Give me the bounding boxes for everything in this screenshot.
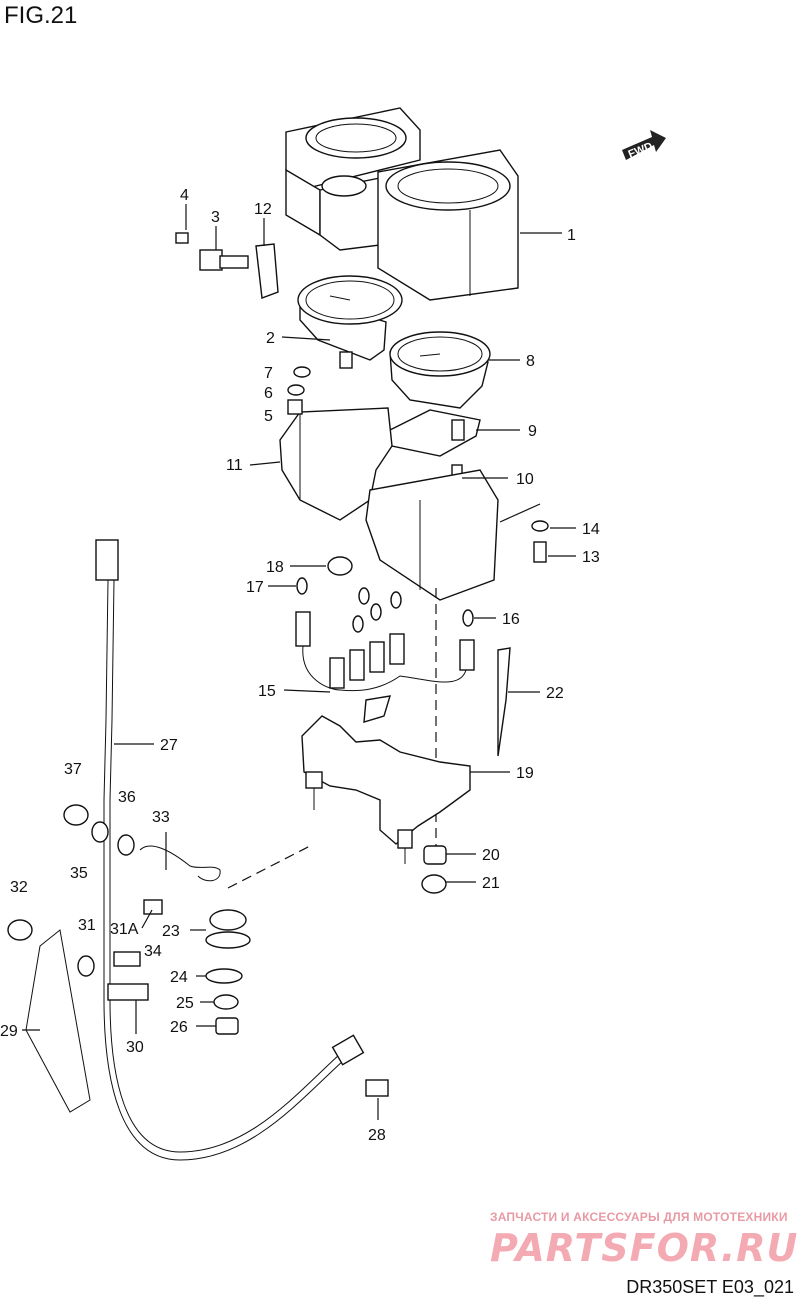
meter-bracket xyxy=(385,409,481,457)
wire-clamp-band xyxy=(497,647,511,757)
nut-21 xyxy=(421,874,447,894)
wire-harness xyxy=(295,611,475,723)
washer-36 xyxy=(117,834,135,856)
callout-35: 35 xyxy=(70,865,88,882)
washer-7 xyxy=(293,366,311,378)
callout-37: 37 xyxy=(64,761,82,778)
washer-6 xyxy=(287,384,305,396)
callout-4: 4 xyxy=(180,187,189,204)
callout-27: 27 xyxy=(160,737,178,754)
bolt-30 xyxy=(107,983,149,1001)
fwd-label: FWD xyxy=(627,140,655,161)
bolt-31a xyxy=(113,951,141,967)
nut-32 xyxy=(7,919,33,941)
watermark-logo: PARTSFOR.RU xyxy=(490,1226,799,1270)
callout-16: 16 xyxy=(502,611,520,628)
screw-34 xyxy=(143,899,163,915)
lower-case xyxy=(279,407,499,850)
callout-29: 29 xyxy=(0,1023,18,1040)
callout-6: 6 xyxy=(264,385,273,402)
callout-26: 26 xyxy=(170,1019,188,1036)
screw-13 xyxy=(533,541,547,563)
callout-7: 7 xyxy=(264,365,273,382)
callout-14: 14 xyxy=(582,521,600,538)
grommet-23 xyxy=(205,909,251,949)
callout-1: 1 xyxy=(567,227,576,244)
grommet-18 xyxy=(327,556,353,576)
callout-3: 3 xyxy=(211,209,220,226)
callout-28: 28 xyxy=(368,1127,386,1144)
speedometer-cable xyxy=(95,539,365,1161)
callout-10: 10 xyxy=(516,471,534,488)
callout-32: 32 xyxy=(10,879,28,896)
callout-33: 33 xyxy=(152,809,170,826)
screw-5 xyxy=(287,399,303,415)
callout-2: 2 xyxy=(266,330,275,347)
callout-31: 31 xyxy=(78,917,96,934)
callout-9: 9 xyxy=(528,423,537,440)
meter-mounting-bracket xyxy=(301,715,471,864)
damper-20 xyxy=(423,845,447,865)
bulb-17 xyxy=(296,577,308,595)
spring-clip-33 xyxy=(139,845,221,882)
callout-24: 24 xyxy=(170,969,188,986)
fwd-arrow-icon: FWD xyxy=(622,130,666,161)
watermark-tagline: ЗАПЧАСТИ И АКСЕССУАРЫ ДЛЯ МОТОТЕХНИКИ xyxy=(490,1210,788,1224)
screw-4 xyxy=(175,232,189,244)
callout-15: 15 xyxy=(258,683,276,700)
callout-31a: 31A xyxy=(110,921,139,938)
figure-title: FIG.21 xyxy=(4,2,78,29)
bulb-16 xyxy=(462,609,474,627)
figure-code: DR350SET E03_021 xyxy=(626,1277,794,1297)
callout-18: 18 xyxy=(266,559,284,576)
gear-drive-3 xyxy=(199,249,249,271)
washer-24 xyxy=(205,968,243,984)
callout-19: 19 xyxy=(516,765,534,782)
callout-30: 30 xyxy=(126,1039,144,1056)
washer-25 xyxy=(213,994,239,1010)
callout-22: 22 xyxy=(546,685,564,702)
washer-14 xyxy=(531,520,549,532)
screw-28 xyxy=(365,1079,389,1097)
callout-23: 23 xyxy=(162,923,180,940)
speedometer xyxy=(389,331,491,409)
callout-12: 12 xyxy=(254,201,272,218)
nut-26 xyxy=(215,1017,239,1035)
meter-case xyxy=(285,107,519,301)
callout-8: 8 xyxy=(526,353,535,370)
callout-25: 25 xyxy=(176,995,194,1012)
clamp-29 xyxy=(25,929,91,1113)
tachometer xyxy=(297,275,403,369)
callout-36: 36 xyxy=(118,789,136,806)
nut-37 xyxy=(63,804,89,826)
plate-12 xyxy=(255,243,279,299)
callout-17: 17 xyxy=(246,579,264,596)
washer-31 xyxy=(77,955,95,977)
callout-21: 21 xyxy=(482,875,500,892)
callout-34: 34 xyxy=(144,943,162,960)
callout-13: 13 xyxy=(582,549,600,566)
callout-11: 11 xyxy=(226,457,243,474)
washer-35 xyxy=(91,821,109,843)
callout-20: 20 xyxy=(482,847,500,864)
leader-lines xyxy=(22,204,576,1120)
bulbs-cluster xyxy=(352,587,402,633)
callout-5: 5 xyxy=(264,408,273,425)
callout-labels: 1 2 3 4 5 6 7 8 9 10 11 12 13 14 15 16 1… xyxy=(0,187,600,1144)
